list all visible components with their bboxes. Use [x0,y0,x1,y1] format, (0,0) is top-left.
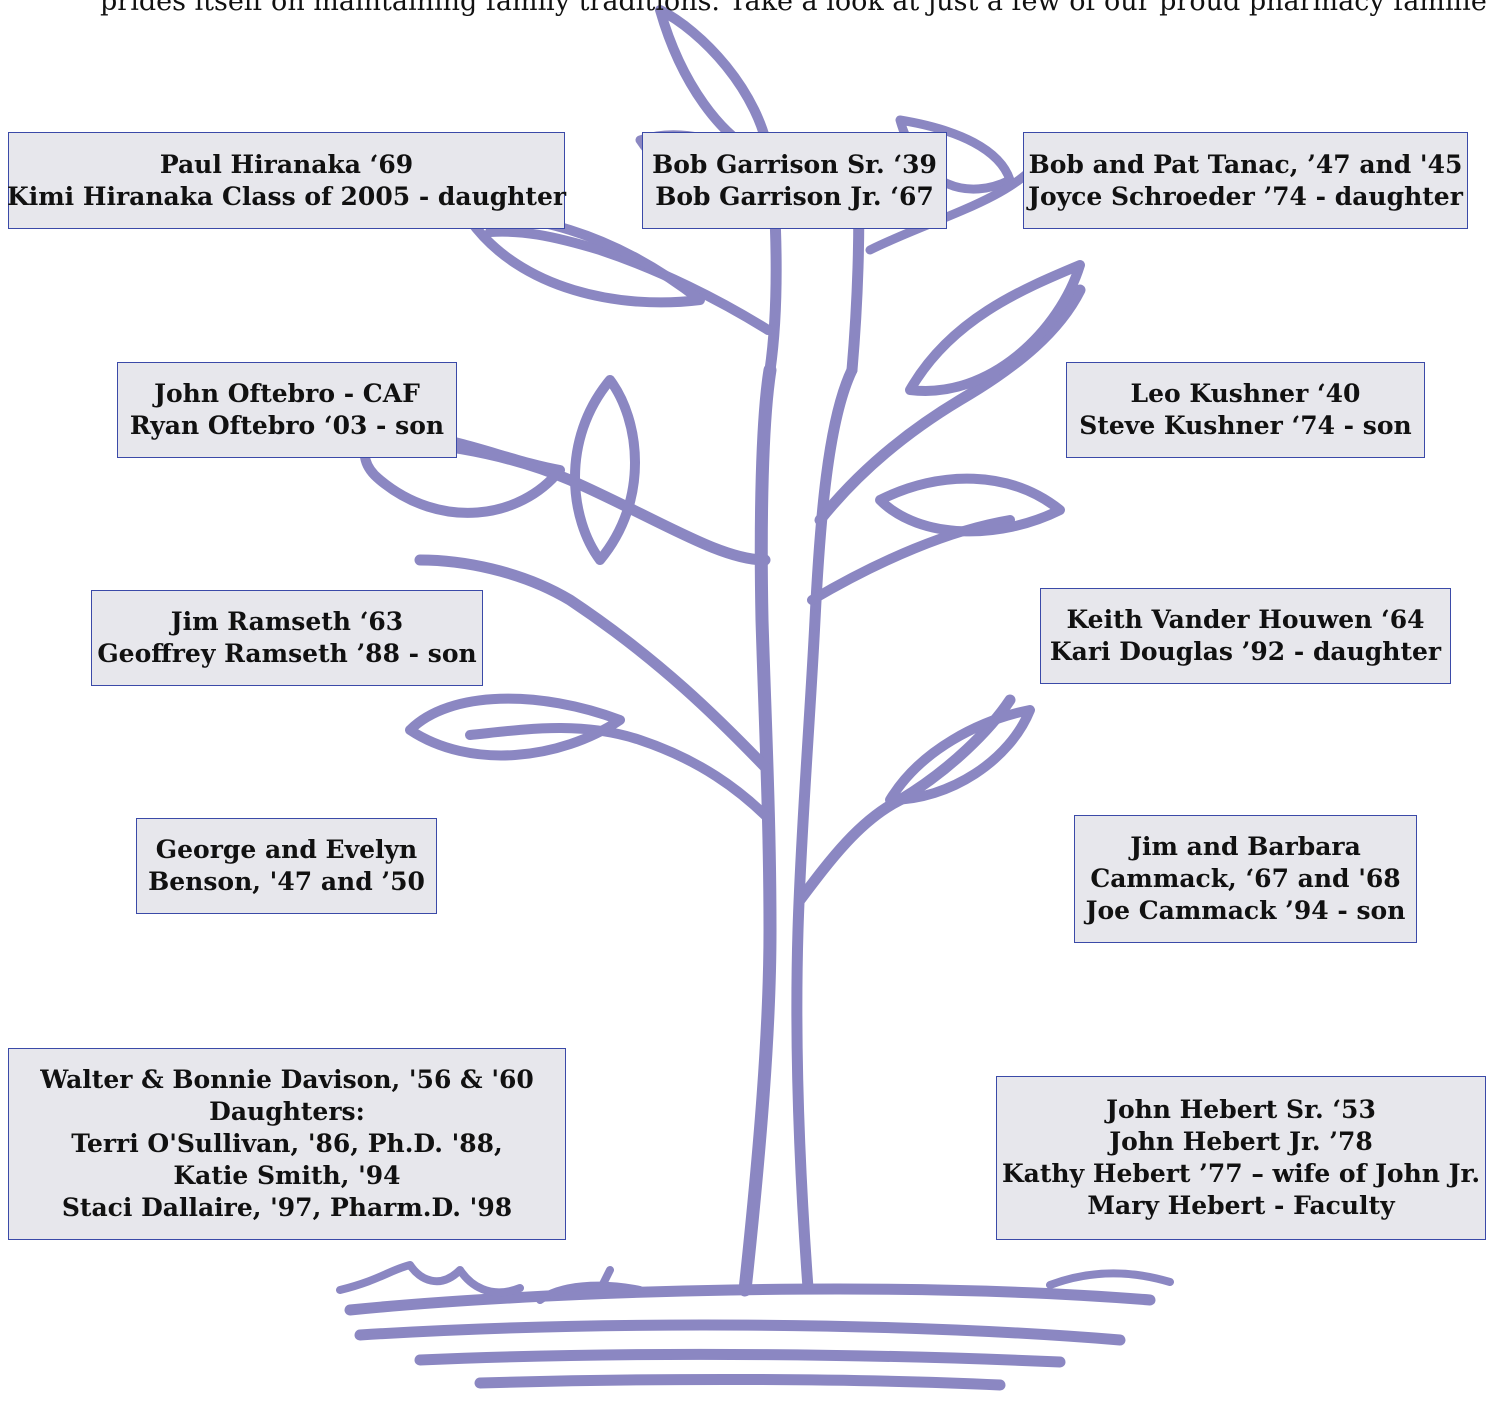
family-box-hiranaka: Paul Hiranaka ‘69 Kimi Hiranaka Class of… [6,132,567,229]
branch-left-mid [414,554,774,776]
family-line: Benson, '47 and ’50 [148,867,425,896]
family-box-davison: Walter & Bonnie Davison, '56 & '60 Daugh… [8,1048,566,1240]
family-line: Geoffrey Ramseth ’88 - son [97,639,477,668]
family-line: Bob Garrison Sr. ‘39 [652,149,937,179]
leaf [405,693,625,761]
family-line: Walter & Bonnie Davison, '56 & '60 [40,1065,534,1094]
leaf [570,375,640,565]
leaf [905,260,1085,396]
leaf [885,705,1035,805]
family-line: Kari Douglas ’92 - daughter [1049,637,1442,666]
family-box-garrison: Bob Garrison Sr. ‘39 Bob Garrison Jr. ‘6… [642,132,947,229]
family-line: Steve Kushner ‘74 - son [1079,411,1412,440]
family-line: John Oftebro - CAF [154,379,420,408]
trunk-left [738,363,777,1297]
family-line: Kathy Hebert ’77 – wife of John Jr. [1001,1159,1481,1188]
family-box-tanac: Bob and Pat Tanac, ’47 and '45 Joyce Sch… [1023,132,1468,229]
branch-left-low [465,723,775,825]
trunk-right [791,364,858,1294]
ground [344,1283,1156,1391]
family-box-kushner: Leo Kushner ‘40 Steve Kushner ‘74 - son [1066,362,1425,458]
family-line: Katie Smith, '94 [173,1161,401,1190]
family-line: Ryan Oftebro ‘03 - son [129,411,445,440]
family-box-hebert: John Hebert Sr. ‘53 John Hebert Jr. ’78 … [996,1076,1486,1240]
family-line: George and Evelyn [155,835,418,864]
family-line: Jim and Barbara [1130,832,1361,861]
family-box-vander-houwen: Keith Vander Houwen ‘64 Kari Douglas ’92… [1040,588,1451,684]
family-line: Staci Dallaire, '97, Pharm.D. '98 [61,1193,513,1222]
family-box-cammack: Jim and Barbara Cammack, ‘67 and '68 Joe… [1074,815,1417,943]
intro-text: prides itself on maintaining family trad… [100,0,1486,17]
family-line: Jim Ramseth ‘63 [170,607,404,636]
branch-right-upper [814,284,1086,526]
family-line: Bob Garrison Jr. ‘67 [655,181,934,211]
family-line: Bob and Pat Tanac, ’47 and '45 [1028,149,1463,179]
family-line: Joe Cammack ’94 - son [1085,896,1406,925]
family-box-ramseth: Jim Ramseth ‘63 Geoffrey Ramseth ’88 - s… [91,590,483,686]
family-box-oftebro: John Oftebro - CAF Ryan Oftebro ‘03 - so… [117,362,457,458]
leaf [875,473,1065,537]
family-line: Keith Vander Houwen ‘64 [1066,605,1425,634]
family-line: Terri O'Sullivan, '86, Ph.D. '88, [71,1129,503,1158]
ground-tufts [336,1261,1174,1304]
family-line: Kimi Hiranaka Class of 2005 - daughter [6,181,567,211]
family-box-benson: George and Evelyn Benson, '47 and ’50 [136,818,437,914]
family-line: Daughters: [209,1097,365,1126]
family-line: Leo Kushner ‘40 [1130,379,1361,408]
family-line: John Hebert Jr. ’78 [1109,1127,1373,1156]
family-line: Cammack, ‘67 and '68 [1090,864,1401,893]
family-line: Joyce Schroeder ’74 - daughter [1028,181,1463,211]
family-line: John Hebert Sr. ‘53 [1106,1095,1376,1124]
family-line: Mary Hebert - Faculty [1087,1191,1395,1220]
branch-right-mid [807,515,1015,605]
branch-top-left [485,226,773,335]
family-line: Paul Hiranaka ‘69 [159,149,414,179]
